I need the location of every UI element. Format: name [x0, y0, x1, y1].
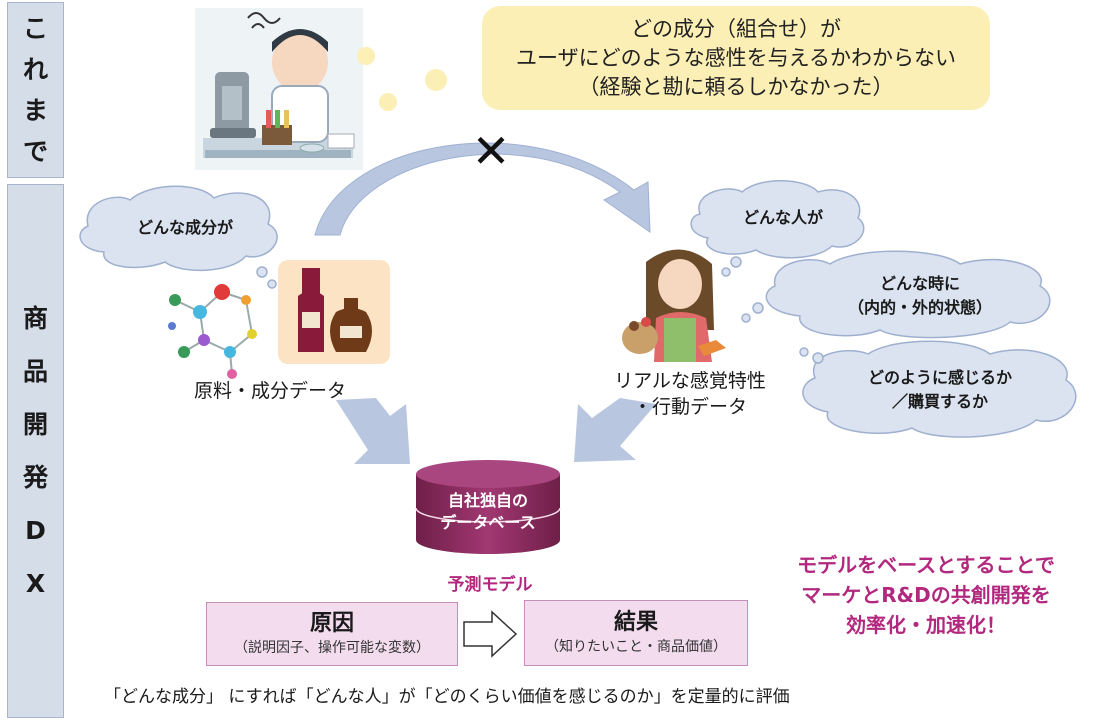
- bottles-illustration: [278, 260, 390, 364]
- thought-dot: [357, 47, 375, 65]
- sidebar-char: 発: [22, 463, 48, 492]
- sidebar-char: 商: [22, 304, 48, 333]
- cloud-person: [690, 180, 865, 277]
- bubble-ingredient-text: どんな成分が: [136, 218, 233, 237]
- bubble-feel-line1: どのように感じるか: [867, 368, 1012, 387]
- cause-to-result-arrow: [463, 610, 518, 658]
- cause-title: 原因: [309, 611, 354, 636]
- database-line1: 自社独自の: [447, 491, 528, 510]
- highlight-line3: 効率化・加速化！: [846, 613, 1006, 637]
- result-box: 結果 （知りたいこと・商品価値）: [524, 600, 748, 666]
- sidebar-char: 品: [22, 357, 48, 386]
- cross-mark-icon: ✕: [471, 124, 511, 178]
- cloud-ingredient: [79, 185, 278, 289]
- thought-dot: [425, 69, 447, 91]
- highlight-line2: マーケとR&Dの共創開発を: [801, 583, 1051, 607]
- sidebar-section-dx: 商 品 開 発 D X: [7, 184, 64, 718]
- sidebar-char: で: [22, 137, 48, 166]
- real-data-label: リアルな感覚特性 ・行動データ: [590, 368, 790, 420]
- highlight-line1: モデルをベースとすることで: [797, 553, 1055, 577]
- real-data-line2: ・行動データ: [632, 396, 747, 418]
- bubble-when-line1: どんな時に: [879, 274, 960, 293]
- bubble-when-text: どんな時に （内的・外的状態）: [790, 272, 1050, 320]
- cloud-feel: [799, 340, 1077, 438]
- sidebar-char: X: [25, 569, 46, 598]
- sidebar-char: 開: [22, 410, 48, 439]
- model-title: 予測モデル: [447, 575, 533, 595]
- note-line: （経験と勘に頼るしかなかった）: [578, 74, 894, 99]
- bubble-feel-line2: ／購買するか: [891, 392, 988, 411]
- cause-subtitle: （説明因子、操作可能な変数）: [234, 640, 430, 656]
- curved-arrow: [314, 142, 651, 236]
- real-data-line1: リアルな感覚特性: [614, 370, 766, 392]
- bubble-feel-text: どのように感じるか ／購買するか: [820, 366, 1060, 414]
- database-label: 自社独自の データベース: [416, 490, 560, 534]
- sidebar-char: ま: [22, 96, 48, 125]
- sidebar-char: れ: [22, 55, 48, 84]
- current-problem-note: どの成分（組合せ）が ユーザにどのような感性を与えるかわからない （経験と勘に頼…: [482, 6, 990, 110]
- scientist-illustration: [195, 8, 363, 170]
- database-line2: データベース: [440, 513, 536, 532]
- cause-box: 原因 （説明因子、操作可能な変数）: [206, 602, 458, 666]
- cloud-when: [741, 250, 1051, 339]
- note-line: ユーザにどのような感性を与えるかわからない: [516, 45, 956, 70]
- shopper-illustration: [622, 249, 726, 362]
- note-line: どの成分（組合せ）が: [631, 16, 841, 41]
- database-cylinder: [415, 460, 561, 554]
- sidebar-char: こ: [22, 14, 48, 43]
- thought-dot: [379, 93, 397, 111]
- bubble-when-line2: （内的・外的状態）: [847, 298, 992, 317]
- arrow-right-to-db: [574, 398, 656, 462]
- bubble-person-text: どんな人が: [742, 208, 823, 227]
- material-data-label: 原料・成分データ: [193, 380, 346, 402]
- footer-summary: 「どんな成分」 にすれば「どんな人」が「どのくらい価値を感じるのか」を定量的に評…: [104, 687, 790, 707]
- arrow-left-to-db: [336, 398, 410, 464]
- sidebar-section-before: こ れ ま で: [7, 2, 64, 178]
- highlight-message: モデルをベースとすることで マーケとR&Dの共創開発を 効率化・加速化！: [756, 550, 1096, 640]
- result-subtitle: （知りたいこと・商品価値）: [545, 639, 727, 655]
- result-title: 結果: [613, 610, 658, 635]
- sidebar-char: D: [25, 516, 46, 545]
- molecule-illustration: [168, 284, 257, 379]
